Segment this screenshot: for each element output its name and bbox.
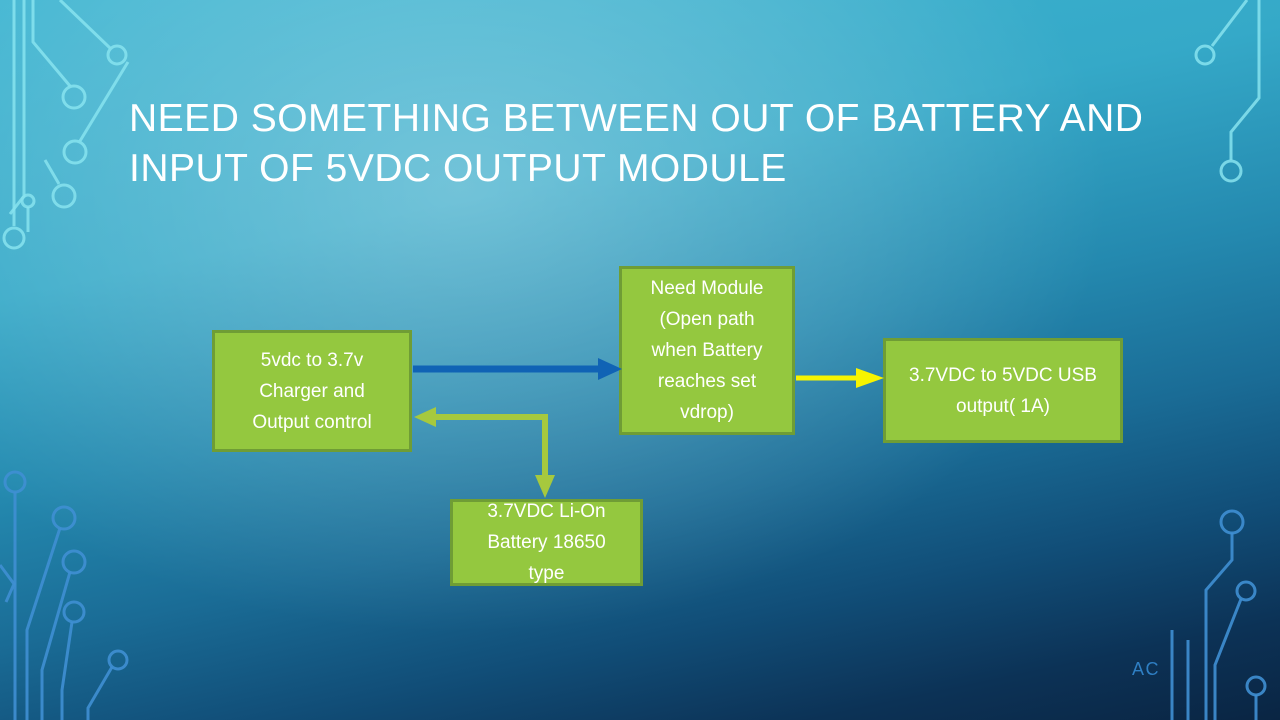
circuit-decoration-bottom-right <box>1170 509 1267 720</box>
slide-title-line-2: INPUT OF 5VDC OUTPUT MODULE <box>129 147 787 190</box>
node-charger: 5vdc to 3.7v Charger and Output control <box>212 330 412 452</box>
arrow-need-module-to-usb-output <box>796 368 884 388</box>
circuit-decoration-bottom-left <box>0 470 129 720</box>
arrowhead-right-icon <box>856 368 884 388</box>
arrowhead-down-icon <box>535 475 555 498</box>
node-battery: 3.7VDC Li-On Battery 18650 type <box>450 499 643 586</box>
footer-initials: AC <box>1131 659 1160 679</box>
arrow-battery-to-charger <box>414 407 555 498</box>
node-need-module: Need Module (Open path when Battery reac… <box>619 266 795 435</box>
slide-title: NEED SOMETHING BETWEEN OUT OF BATTERY AN… <box>129 94 1143 194</box>
node-usb-output: 3.7VDC to 5VDC USB output( 1A) <box>883 338 1123 443</box>
arrow-charger-to-need-module <box>413 358 622 380</box>
arrowhead-left-icon <box>414 407 436 427</box>
circuit-decoration-top-right <box>1194 0 1261 183</box>
slide-title-line-1: NEED SOMETHING BETWEEN OUT OF BATTERY AN… <box>129 97 1144 140</box>
